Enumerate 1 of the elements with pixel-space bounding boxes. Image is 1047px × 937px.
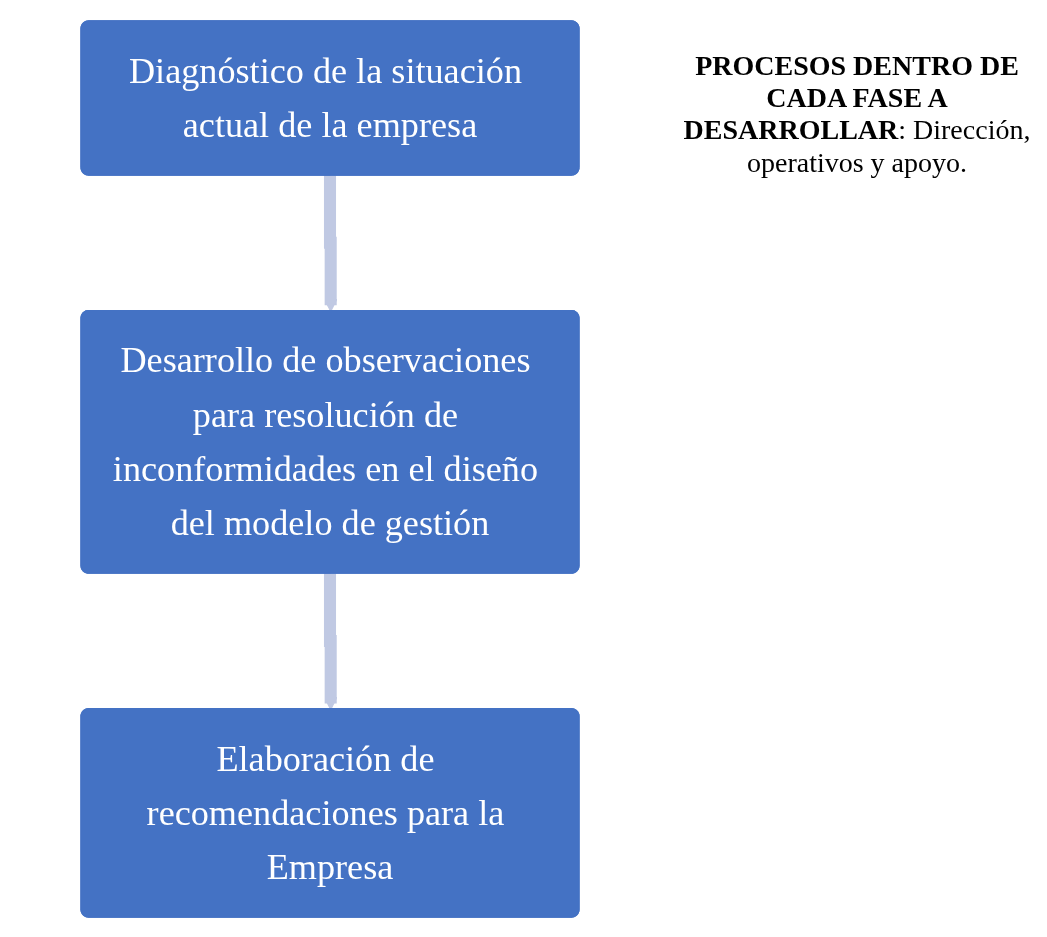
note-text: PROCESOS DENTRO DE CADA FASE A DESARROLLAR: Dirección, operativos y apoyo. [682,50,1032,179]
